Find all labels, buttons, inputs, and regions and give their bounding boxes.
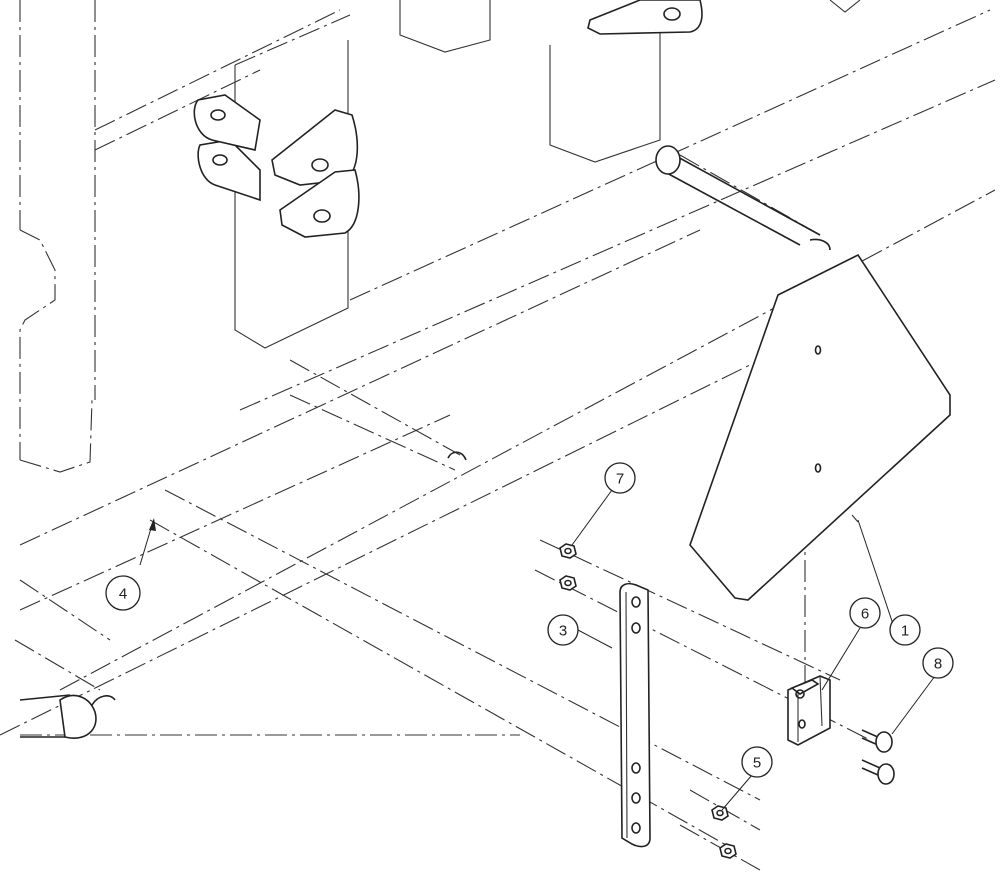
callout-6: 6 xyxy=(849,597,881,629)
callout-4-label: 4 xyxy=(119,586,127,603)
callout-4: 4 xyxy=(105,575,141,611)
post-left xyxy=(193,14,360,349)
cross-tube-middle xyxy=(447,451,467,461)
callout-8-label: 8 xyxy=(934,656,942,673)
top-block xyxy=(399,0,491,53)
hinge-bracket xyxy=(787,675,831,746)
callout-6-label: 6 xyxy=(861,606,869,623)
callout-3-label: 3 xyxy=(559,623,567,640)
carriage-bolts xyxy=(861,729,895,785)
callout-1-label: 1 xyxy=(901,623,909,640)
callout-1: 1 xyxy=(889,614,921,646)
leader-lines xyxy=(139,489,936,811)
callout-5-label: 5 xyxy=(753,755,761,772)
frame-upright-left xyxy=(19,0,96,473)
callout-7-label: 7 xyxy=(616,471,624,488)
nuts xyxy=(559,543,737,859)
callout-7: 7 xyxy=(604,462,636,494)
callout-8: 8 xyxy=(922,647,954,679)
side-rail-lower xyxy=(19,694,116,739)
callout-5: 5 xyxy=(741,746,773,778)
bracket-strip xyxy=(619,582,651,848)
post-middle xyxy=(549,0,703,163)
top-right-fragment xyxy=(829,0,861,13)
callout-3: 3 xyxy=(547,614,579,646)
cross-tube-upper xyxy=(655,145,831,251)
gusset-plate xyxy=(689,253,951,601)
